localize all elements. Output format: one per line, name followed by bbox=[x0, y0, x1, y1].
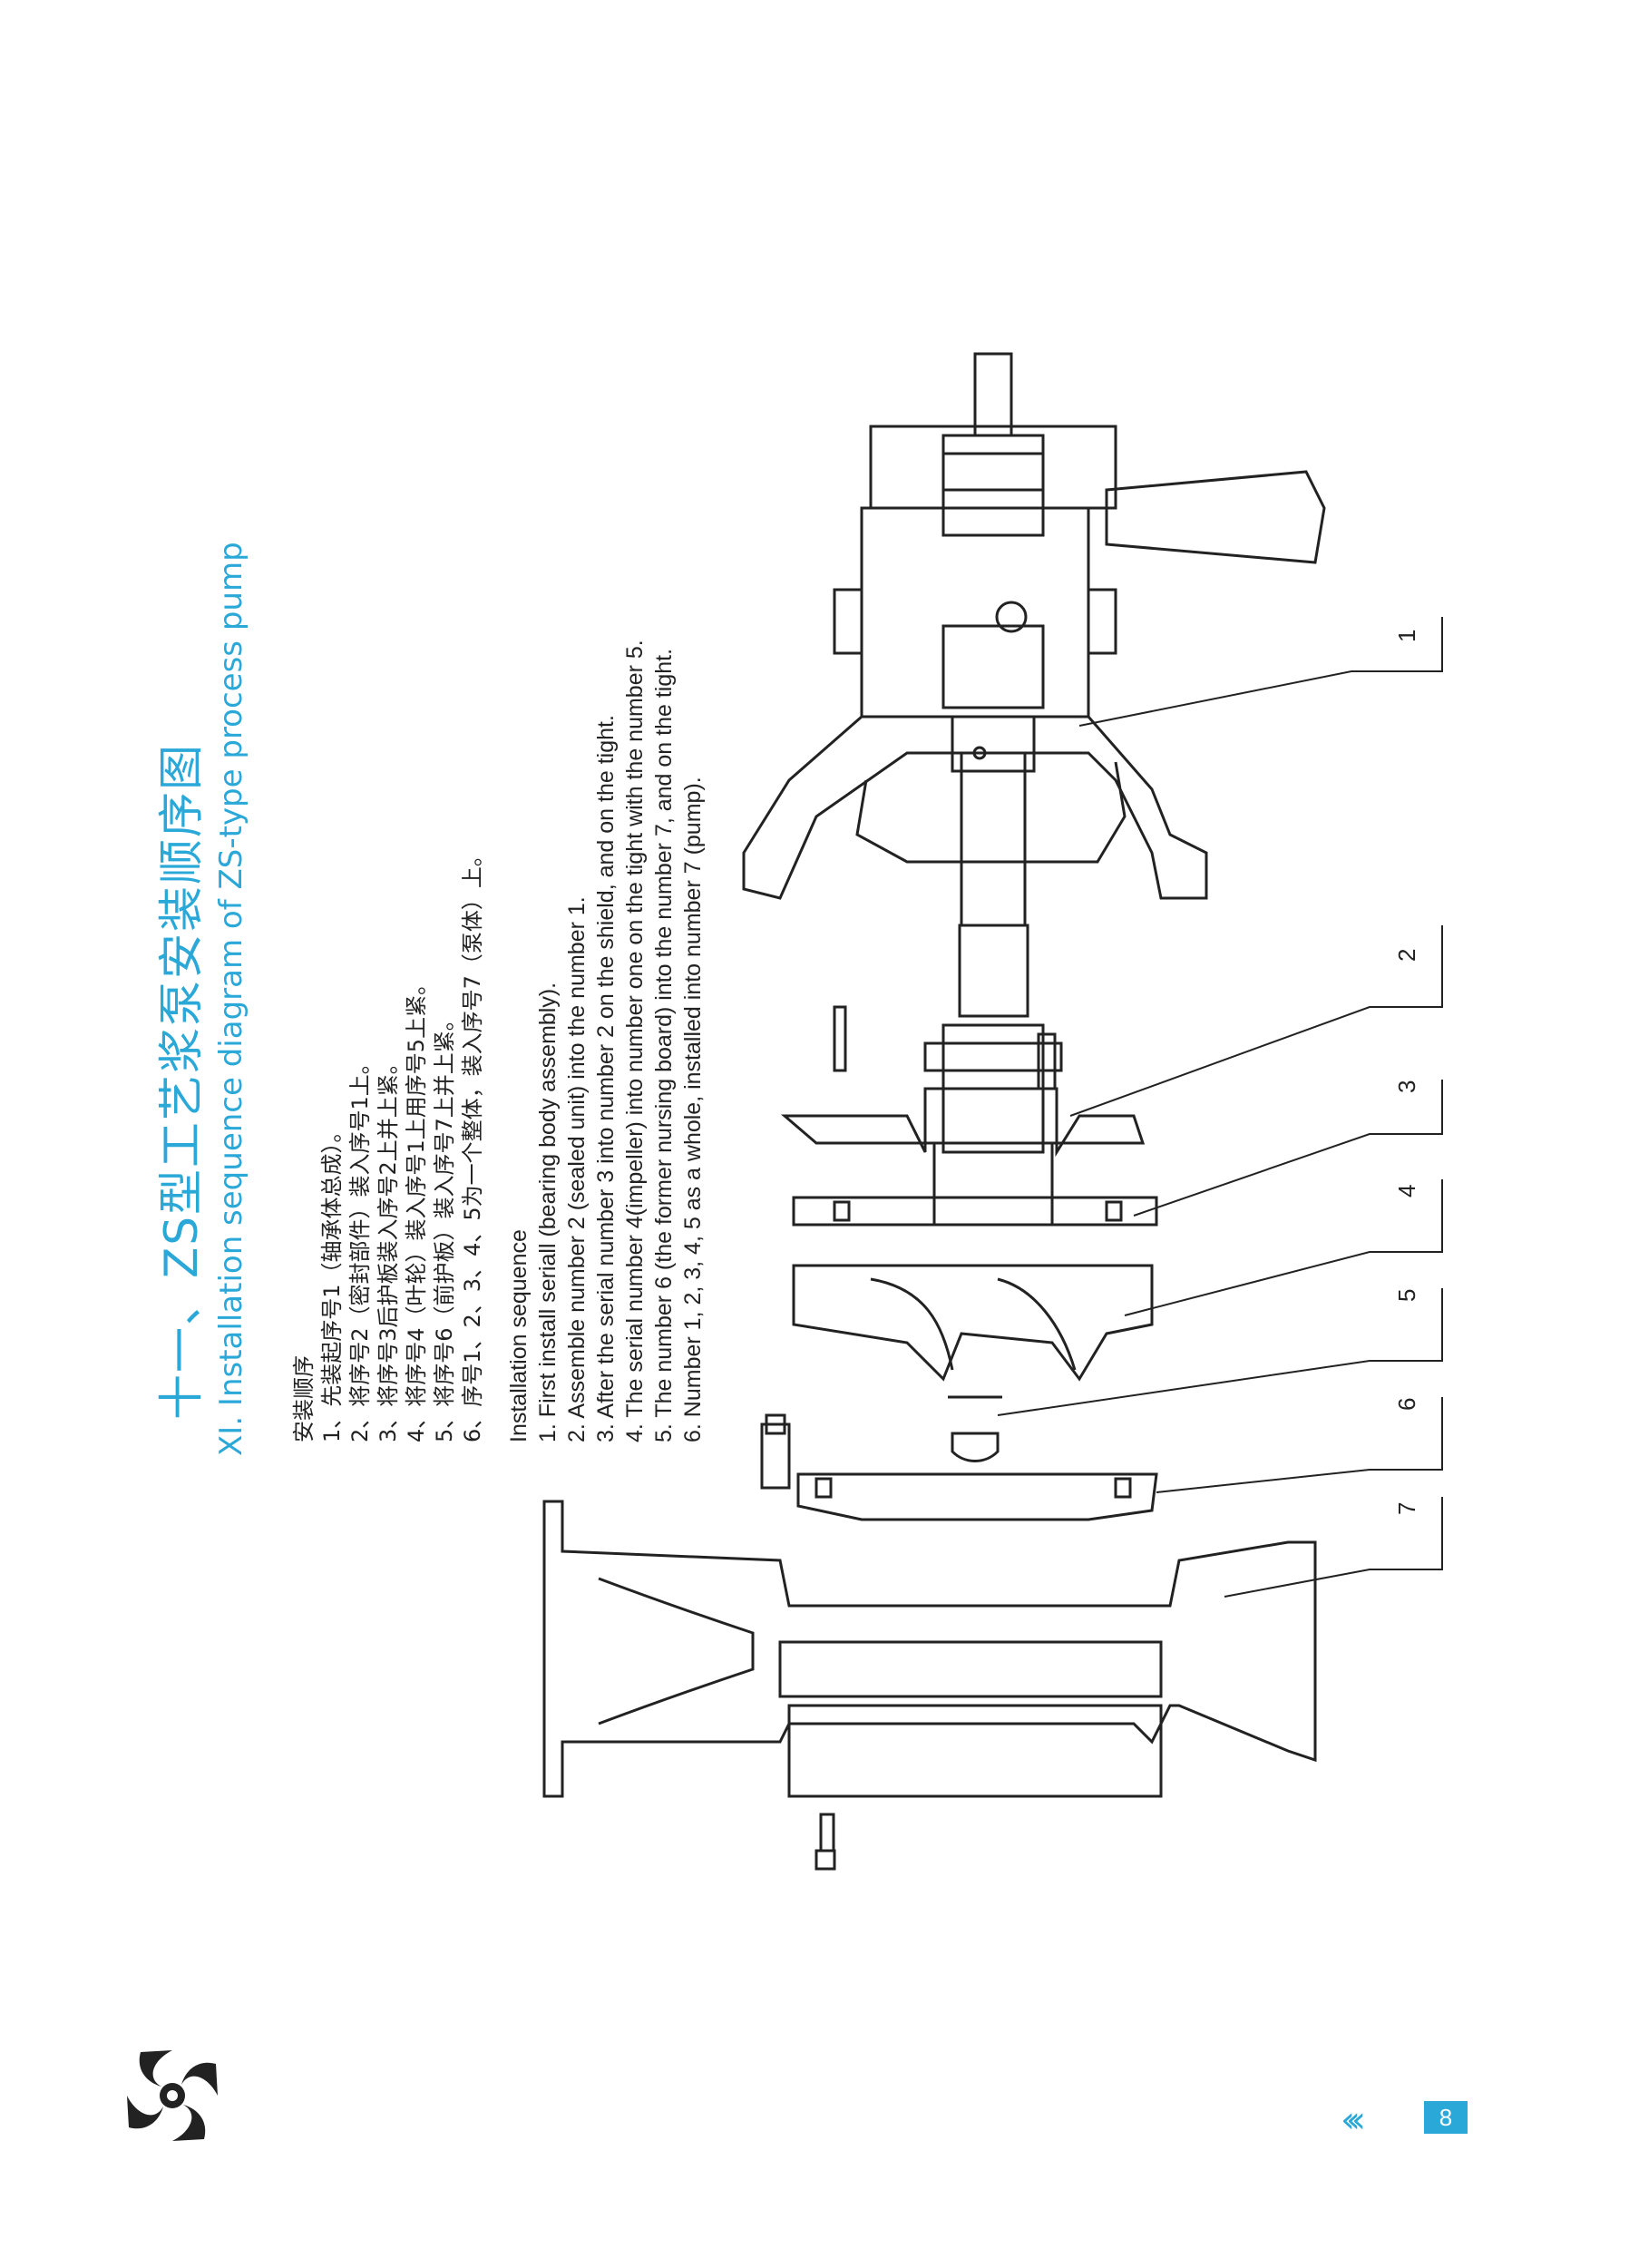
part-2-sealed-unit bbox=[780, 1005, 1146, 1227]
callout-label-7: 7 bbox=[1393, 1502, 1420, 1515]
part-3-rear-shield bbox=[792, 1196, 1158, 1227]
page-number: 8 bbox=[1424, 2101, 1468, 2134]
callout-label-4: 4 bbox=[1393, 1185, 1420, 1198]
callout-label-1: 1 bbox=[1393, 630, 1420, 642]
callout-label-6: 6 bbox=[1393, 1398, 1420, 1411]
part-4-impeller bbox=[792, 1264, 1154, 1382]
callout-label-5: 5 bbox=[1393, 1289, 1420, 1302]
callout-leaders bbox=[997, 617, 1443, 1598]
part-5-impeller-nut bbox=[948, 1395, 1002, 1463]
part-7-pump-casing bbox=[542, 1500, 1317, 1871]
chevron-left-icon: ‹‹‹ bbox=[1341, 2099, 1366, 2141]
part-1-bearing-assembly bbox=[742, 352, 1326, 1018]
callout-label-3: 3 bbox=[1393, 1080, 1420, 1093]
part-6-front-shield bbox=[760, 1413, 1158, 1521]
swirl-logo-icon bbox=[127, 2050, 218, 2141]
callout-label-2: 2 bbox=[1393, 949, 1420, 962]
